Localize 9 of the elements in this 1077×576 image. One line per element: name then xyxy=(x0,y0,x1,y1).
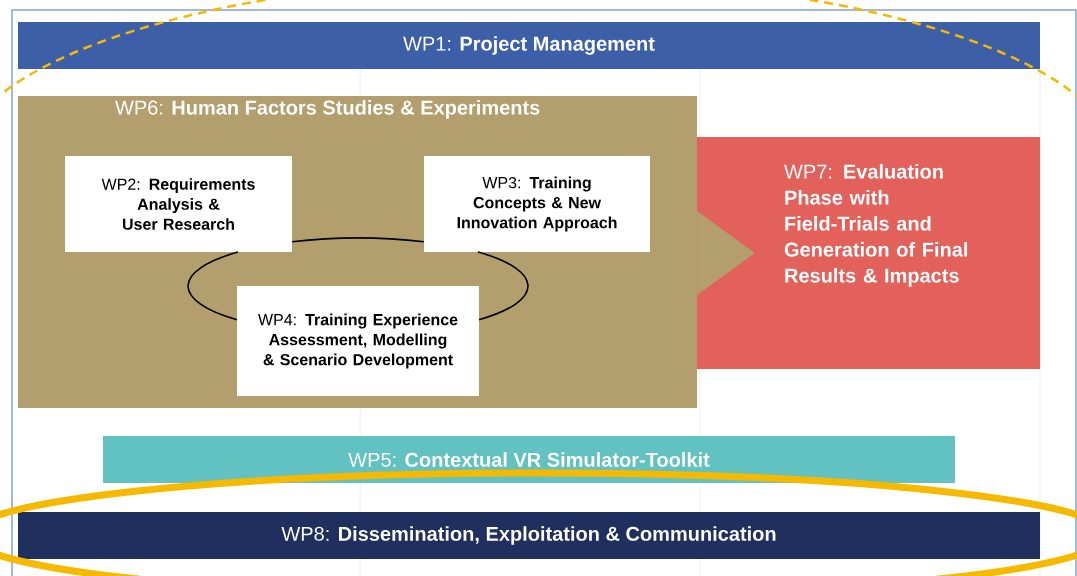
work-package-box: WP2: Requirements Analysis & User Research xyxy=(65,156,292,252)
cycle-arc xyxy=(187,251,239,321)
cycle-arc xyxy=(291,237,425,243)
work-package-panel: WP7: Evaluation Phase with Field-Trials and Generation of Final Results & Impacts xyxy=(697,137,1040,369)
cycle-arc xyxy=(477,251,529,321)
work-package-box: WP3: Training Concepts & New Innovation Approach xyxy=(424,156,650,252)
work-package-box: WP4: Training Experience Assessment, Modelling & Scenario Development xyxy=(237,286,479,396)
chevron-arrow xyxy=(697,211,755,295)
work-package-bar: WP8: Dissemination, Exploitation & Communication xyxy=(18,512,1040,559)
